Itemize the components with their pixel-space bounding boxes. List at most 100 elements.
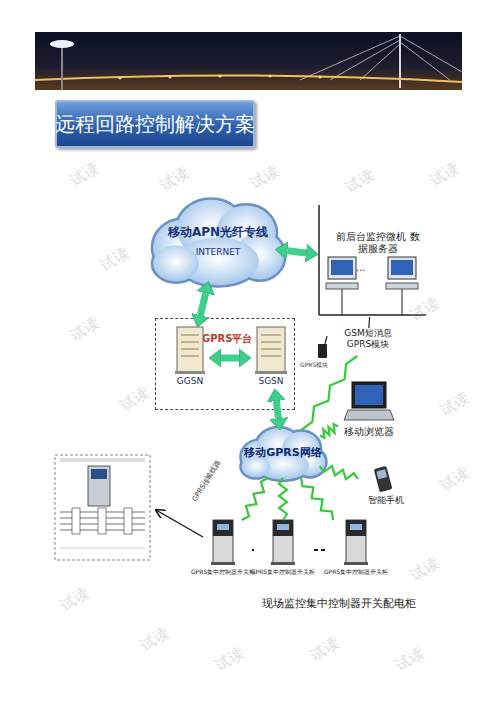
- cabinet-panel: [213, 520, 233, 536]
- note-label: GPRS模块: [300, 361, 328, 370]
- wireless-link: [301, 478, 333, 520]
- watermark: 试读: [427, 159, 462, 190]
- watermark: 试读: [407, 294, 442, 325]
- node-text: GPRS集中控制器开关柜: [191, 568, 255, 575]
- data-arrow: [287, 251, 306, 253]
- server-sgsn: SGSN: [251, 327, 291, 389]
- gsm-module: GSM短消息 GPRS模块: [338, 328, 398, 356]
- cloud-network: 移动APN光纤专线 INTERNET: [148, 195, 288, 290]
- cabinet-body: [213, 520, 233, 564]
- modem-icon: [318, 336, 327, 358]
- server-icon: [255, 327, 287, 374]
- keyboard: [386, 283, 418, 289]
- monitor-station: 前后台监控微机 数据服务器: [318, 205, 428, 317]
- pointer-arrow: [156, 510, 203, 537]
- node-text: 移动GPRS网络: [244, 446, 321, 459]
- cabinet-body: [346, 520, 366, 564]
- phone-screen: [376, 469, 387, 479]
- cabinet-display: [350, 524, 362, 530]
- dashed-link: [252, 549, 254, 551]
- laptop-browser: 移动浏览器: [338, 380, 400, 442]
- wireless-link: [320, 424, 338, 438]
- wireless-link: [279, 478, 287, 520]
- cabinet-display: [277, 524, 289, 530]
- controller-cabinet: GPRS集中控制器开关柜: [325, 520, 387, 580]
- watermark: 试读: [117, 384, 152, 415]
- cloud-fill: [242, 428, 326, 479]
- drive-slot: [181, 349, 199, 350]
- watermark: 试读: [392, 644, 427, 675]
- phone-icon: [374, 466, 393, 493]
- node-text: 前后台监控微机 数据服务器: [336, 231, 420, 255]
- cloud-fill: [153, 200, 284, 285]
- server-base: [255, 371, 287, 374]
- watermark: 试读: [342, 166, 377, 197]
- cloud-lobe: [242, 456, 271, 477]
- title-text: 远程回路控制解决方案: [55, 111, 255, 138]
- watermark: 试读: [137, 624, 172, 655]
- drive-slot: [181, 342, 199, 343]
- wire-link: [368, 317, 370, 328]
- cabinet-icon: [271, 520, 295, 565]
- watermark: 试读: [307, 634, 342, 665]
- drive-slot: [261, 349, 281, 350]
- data-arrow: [200, 293, 205, 315]
- watermark: 试读: [67, 159, 102, 190]
- watermark: 试读: [67, 314, 102, 345]
- server-icon: [175, 327, 205, 374]
- monitor: [328, 257, 356, 279]
- cabinet-panel: [346, 520, 366, 536]
- wireless-link: [301, 356, 357, 430]
- watermark: 试读: [212, 644, 247, 675]
- node-text: 移动APN光纤专线: [148, 225, 288, 239]
- drive-slot: [261, 342, 281, 343]
- computer-icon: [326, 257, 358, 315]
- watermark: 试读: [437, 464, 472, 495]
- keyboard: [326, 283, 358, 289]
- watermark: 试读: [97, 244, 132, 275]
- wireless-link: [242, 478, 268, 520]
- node-text: SGSN: [251, 376, 291, 387]
- node-text: GPRS平台: [202, 333, 252, 345]
- cloud-shape: [148, 195, 288, 290]
- node-text: GPRS集中控制器开关柜: [324, 568, 388, 575]
- watermark: 试读: [57, 584, 92, 615]
- node-text: 移动浏览器: [344, 426, 394, 438]
- cabinet-base: [344, 562, 368, 565]
- node-text: INTERNET: [148, 247, 288, 258]
- laptop-lid: [352, 382, 386, 408]
- drive-slot: [261, 356, 281, 357]
- watermark: 试读: [437, 389, 472, 420]
- drive-slot: [261, 335, 281, 336]
- drive-slot: [181, 356, 199, 357]
- watermark: 试读: [407, 554, 442, 585]
- drop-wire: [402, 289, 403, 315]
- banner-photo: [35, 32, 462, 90]
- cabinet-base: [211, 562, 235, 565]
- cabinet-base: [271, 562, 295, 565]
- cabinet-icon: [344, 520, 368, 565]
- monitor: [388, 257, 416, 279]
- screen: [391, 260, 413, 275]
- cabinet-icon: [211, 520, 235, 565]
- watermark: 试读: [157, 164, 192, 195]
- drop-wire: [342, 289, 343, 315]
- cloud-lobe: [153, 245, 199, 281]
- node-text: GGSN: [171, 376, 209, 387]
- node-text: GPRS集中控制器开关柜: [251, 568, 315, 575]
- cabinet-panel: [273, 520, 293, 536]
- cloud-gprs: 移动GPRS网络: [238, 425, 328, 483]
- cloud-outline: [241, 427, 327, 480]
- watermark: 试读: [247, 162, 282, 193]
- server-ggsn: GGSN: [171, 327, 209, 389]
- gprs-platform-box: GPRS平台 GGSN SGSN: [155, 318, 295, 410]
- server-body: [257, 327, 285, 373]
- cabinet-schematic: [55, 455, 150, 560]
- node-text: GSM短消息 GPRS模块: [338, 328, 398, 350]
- laptop-base: [344, 410, 394, 420]
- wireless-link: [320, 466, 358, 479]
- laptop-icon: [344, 382, 394, 420]
- cabinet-body: [273, 520, 293, 564]
- screen: [331, 260, 353, 275]
